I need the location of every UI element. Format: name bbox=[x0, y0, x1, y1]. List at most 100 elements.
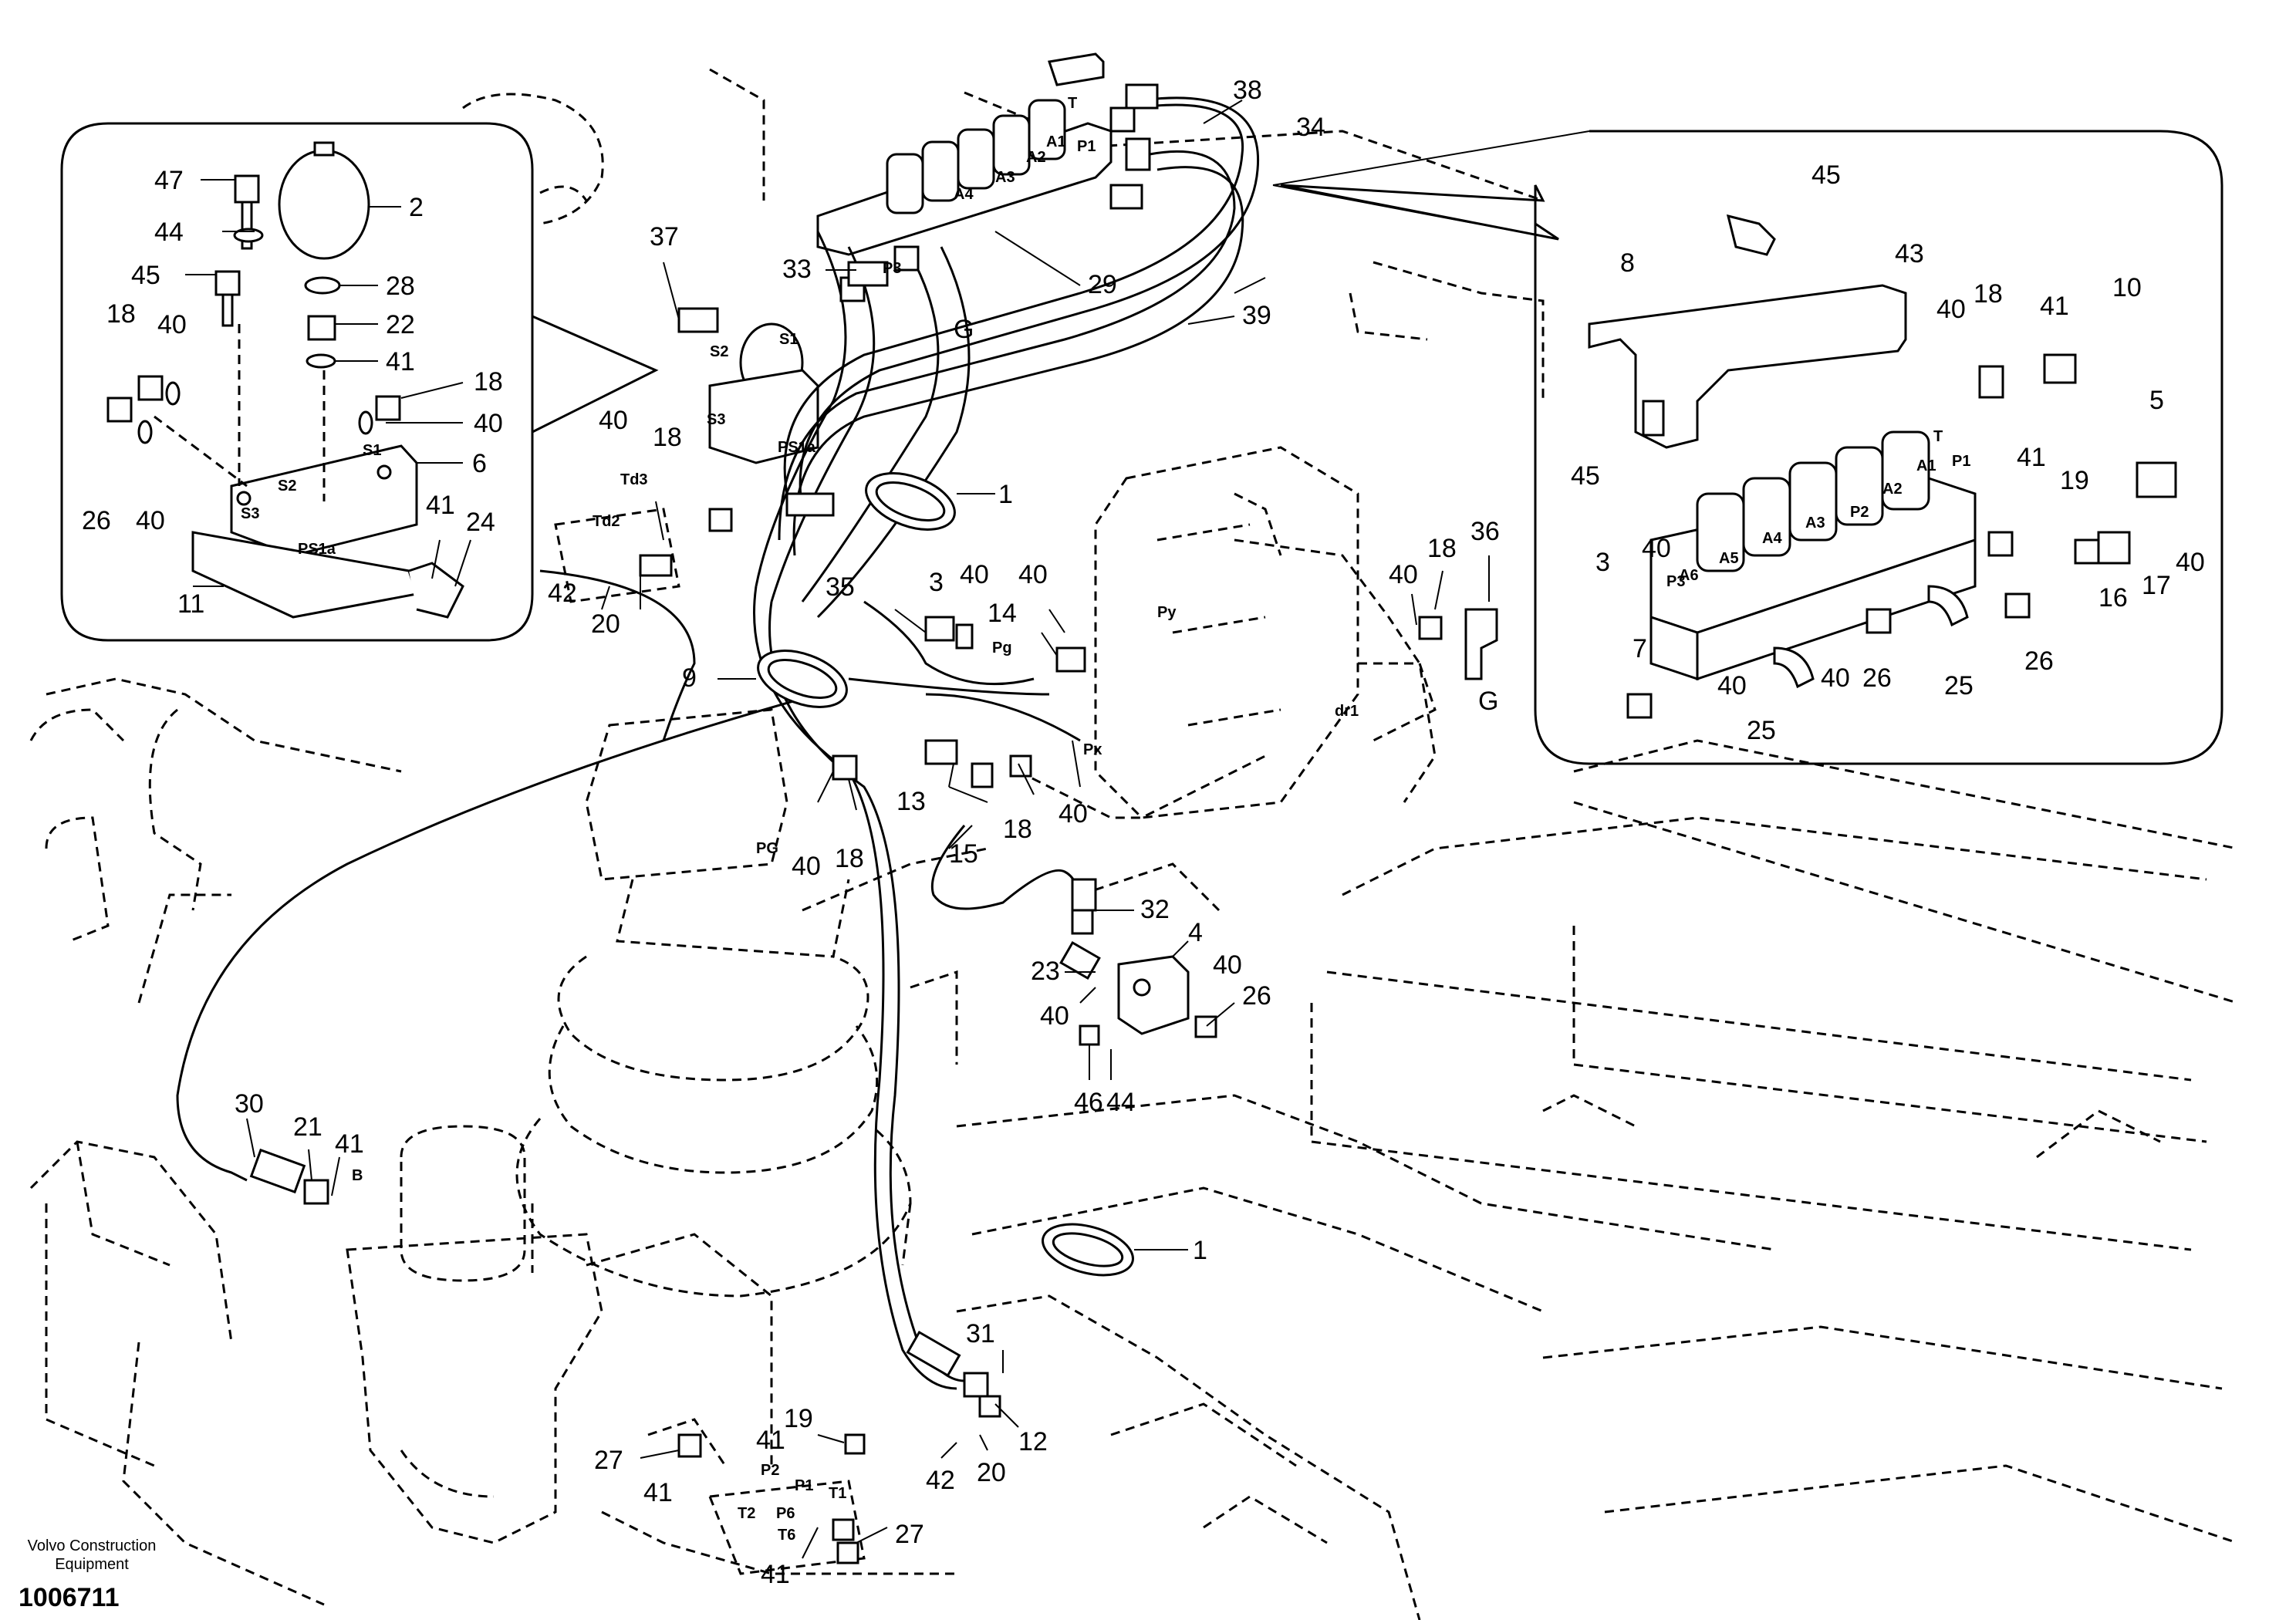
callout-26d: 26 bbox=[2024, 646, 2054, 676]
callout-4: 4 bbox=[1188, 918, 1203, 947]
callout-21: 21 bbox=[293, 1112, 322, 1142]
callout-41a: 41 bbox=[386, 347, 415, 376]
brand-line-2: Equipment bbox=[55, 1556, 129, 1573]
junction-block bbox=[1079, 955, 1217, 1046]
port-block-outline bbox=[554, 508, 866, 1575]
callout-29: 29 bbox=[1088, 270, 1117, 299]
port-P6-bottom: P6 bbox=[776, 1505, 795, 1522]
main-accumulator bbox=[708, 322, 819, 464]
callout-41g: 41 bbox=[2040, 292, 2069, 321]
callout-42a: 42 bbox=[548, 579, 577, 608]
callout-34: 34 bbox=[1296, 113, 1325, 142]
callout-24: 24 bbox=[466, 508, 495, 537]
callout-22: 22 bbox=[386, 310, 415, 339]
callout-41d: 41 bbox=[756, 1426, 785, 1455]
callout-40h: 40 bbox=[1059, 799, 1088, 829]
callout-23: 23 bbox=[1031, 957, 1060, 986]
callout-18d: 18 bbox=[1427, 534, 1457, 563]
center-joint-outline bbox=[346, 1125, 603, 1544]
callout-41e: 41 bbox=[643, 1478, 673, 1507]
brand-line-1: Volvo Construction bbox=[27, 1537, 157, 1554]
detail-frame-right bbox=[1272, 130, 2223, 765]
callout-44a: 44 bbox=[154, 218, 184, 247]
callout-32: 32 bbox=[1140, 895, 1170, 924]
port-Px: Px bbox=[1083, 741, 1102, 758]
port-T-right: T bbox=[1933, 428, 1943, 445]
port-S3-main: S3 bbox=[707, 411, 725, 428]
port-A5-right: A5 bbox=[1719, 550, 1739, 567]
fittings bbox=[249, 83, 1498, 1564]
port-P3-top: P3 bbox=[883, 260, 901, 277]
accumulator-detail bbox=[106, 141, 464, 619]
callout-18a: 18 bbox=[106, 299, 136, 329]
port-S2-main: S2 bbox=[710, 343, 728, 360]
callout-28: 28 bbox=[386, 272, 415, 301]
swing-motor-outline bbox=[515, 708, 912, 1298]
grommets bbox=[757, 472, 1134, 1277]
port-T6-bottom: T6 bbox=[778, 1527, 795, 1544]
callout-40j: 40 bbox=[1213, 950, 1242, 980]
callout-18e: 18 bbox=[1003, 815, 1032, 844]
callout-45c: 45 bbox=[1571, 461, 1600, 491]
callout-7: 7 bbox=[1633, 634, 1647, 663]
callout-44b: 44 bbox=[1106, 1088, 1136, 1117]
callout-numbers: 47 2 44 45 28 22 41 18 40 18 40 6 26 40 … bbox=[82, 76, 2205, 1589]
callout-15: 15 bbox=[949, 839, 978, 869]
callout-37: 37 bbox=[650, 222, 679, 251]
port-labels: S2 S1 S3 PS1a S2 S1 S3 PS1a T P1 A2 A1 A… bbox=[241, 95, 1970, 1544]
callout-40p: 40 bbox=[1821, 663, 1850, 693]
callout-40o: 40 bbox=[1717, 671, 1747, 700]
callout-8: 8 bbox=[1620, 248, 1635, 278]
port-S1-left: S1 bbox=[363, 442, 381, 459]
callout-43: 43 bbox=[1895, 239, 1924, 268]
callout-40f: 40 bbox=[1018, 560, 1048, 589]
callout-3b: 3 bbox=[1595, 548, 1610, 577]
callout-18g: 18 bbox=[1974, 279, 2003, 309]
callout-2: 2 bbox=[409, 193, 424, 222]
callout-41c: 41 bbox=[335, 1129, 364, 1159]
callout-18f: 18 bbox=[835, 844, 864, 873]
callout-41f: 41 bbox=[761, 1560, 790, 1589]
callout-30: 30 bbox=[235, 1089, 264, 1119]
callout-27b: 27 bbox=[895, 1520, 924, 1549]
callout-40i: 40 bbox=[792, 852, 821, 881]
leader-lines bbox=[185, 100, 1490, 1559]
callout-13: 13 bbox=[896, 787, 926, 816]
callout-5: 5 bbox=[2149, 386, 2164, 415]
port-Pg: Pg bbox=[992, 640, 1012, 656]
port-P3-right: P3 bbox=[1666, 573, 1685, 590]
callout-18c: 18 bbox=[653, 423, 682, 452]
callout-12: 12 bbox=[1018, 1427, 1048, 1456]
port-dr1: dr1 bbox=[1335, 703, 1359, 720]
callout-31: 31 bbox=[966, 1319, 995, 1348]
solenoid-valve-detail bbox=[1588, 214, 2177, 719]
main-solenoid-block bbox=[816, 52, 1113, 256]
port-P1-top: P1 bbox=[1077, 138, 1096, 155]
callout-16: 16 bbox=[2098, 583, 2128, 613]
callout-3a: 3 bbox=[929, 568, 944, 597]
port-A3-top: A3 bbox=[995, 169, 1015, 186]
callout-26a: 26 bbox=[82, 506, 111, 535]
callout-45a: 45 bbox=[131, 261, 160, 290]
callout-20a: 20 bbox=[591, 609, 620, 639]
callout-46: 46 bbox=[1074, 1088, 1103, 1117]
solenoid-coils bbox=[1696, 430, 1930, 572]
port-P1-right: P1 bbox=[1952, 453, 1970, 470]
port-A4-top: A4 bbox=[954, 186, 974, 203]
callout-40l: 40 bbox=[1936, 295, 1966, 324]
callout-1b: 1 bbox=[1193, 1236, 1207, 1265]
callout-41h: 41 bbox=[2017, 443, 2046, 472]
callout-11: 11 bbox=[177, 589, 204, 619]
callout-G-b: G bbox=[1478, 687, 1498, 716]
callout-47: 47 bbox=[154, 166, 184, 195]
callout-41b: 41 bbox=[426, 491, 455, 520]
callout-40e: 40 bbox=[960, 560, 989, 589]
port-T1-bottom: T1 bbox=[829, 1485, 846, 1502]
callout-27a: 27 bbox=[594, 1446, 623, 1475]
port-T-top: T bbox=[1068, 95, 1077, 112]
port-A3-right: A3 bbox=[1805, 515, 1825, 532]
callout-40g: 40 bbox=[1389, 560, 1418, 589]
port-P1-bottom: P1 bbox=[795, 1477, 813, 1494]
callout-38: 38 bbox=[1233, 76, 1262, 105]
callout-45b: 45 bbox=[1811, 160, 1841, 190]
